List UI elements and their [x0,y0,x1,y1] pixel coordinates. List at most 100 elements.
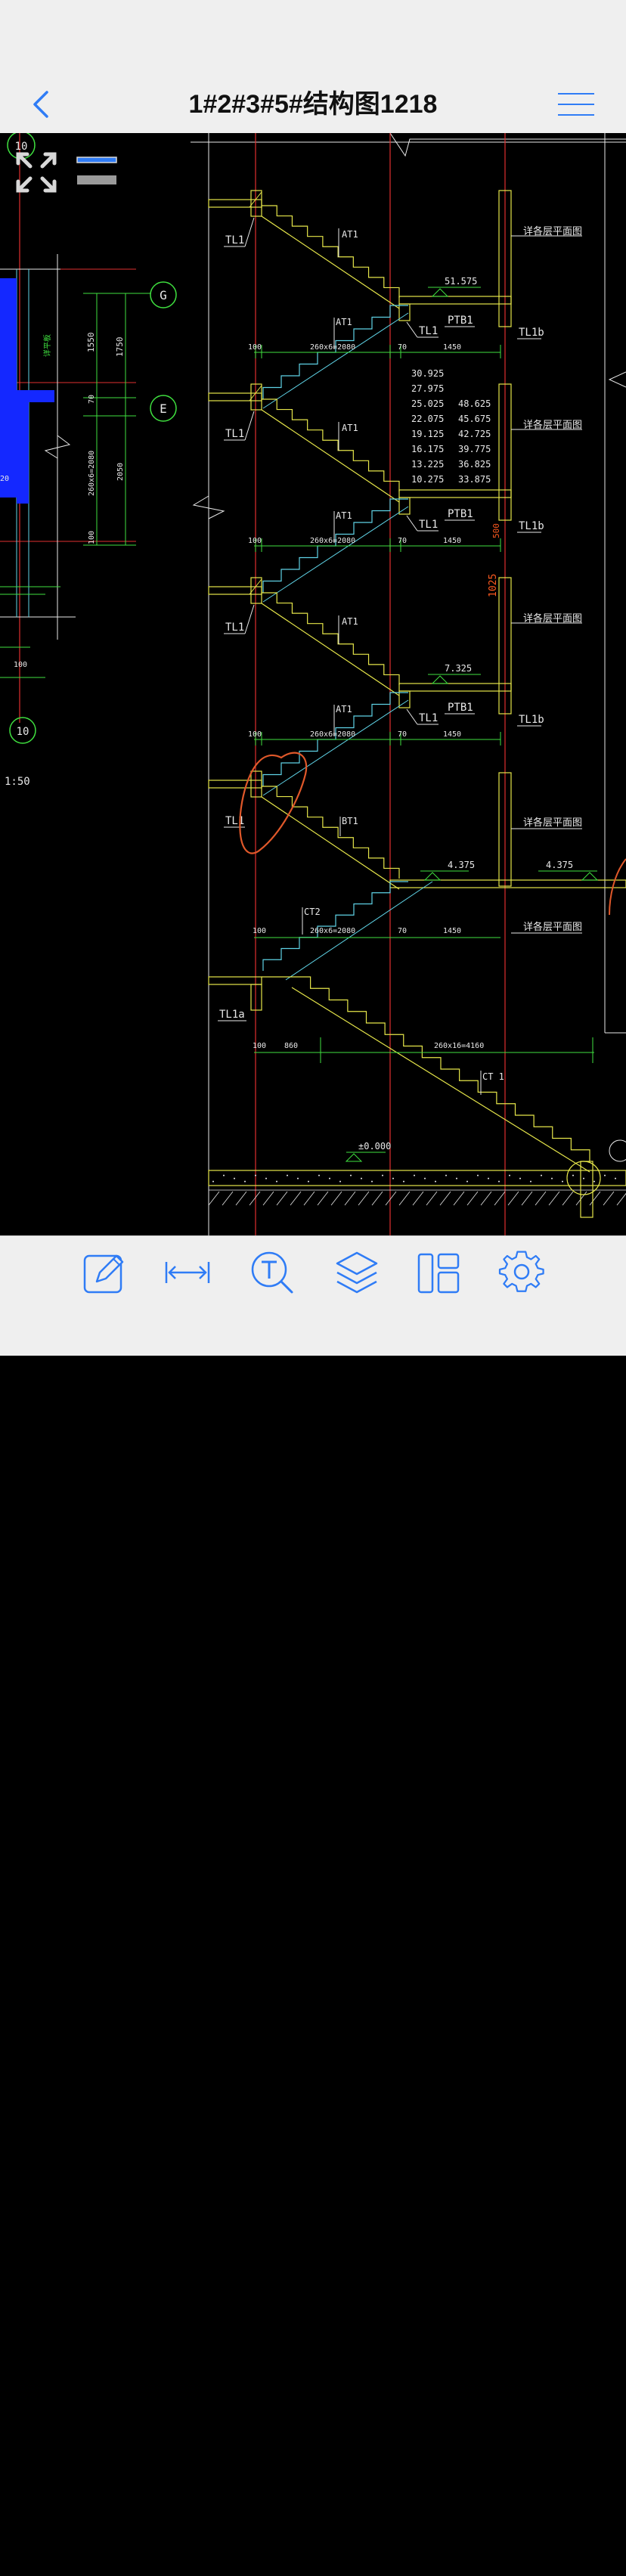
fit-view-button[interactable] [12,148,60,197]
expand-arrows-icon [16,152,57,193]
dim-lower-run: 260x6=2080 [310,927,355,935]
status-bar [0,0,626,76]
dim-2050: 2050 [116,463,125,481]
ground-elevation: ±0.000 [358,1141,391,1152]
grid-label-g: G [160,288,167,302]
navigation-bar: 1#2#3#5#结构图1218 [0,76,626,134]
dim-lower-70: 70 [398,927,407,935]
svg-text:详各层平面图: 详各层平面图 [523,419,582,431]
home-indicator [201,2568,425,2576]
svg-text:AT1: AT1 [342,229,358,240]
back-button[interactable] [23,82,60,127]
measure-distance-icon [165,1262,210,1283]
label-detail-board: 详平板 [42,334,52,357]
elevation-table: 30.92527.97525.02522.07519.12516.17513.2… [411,368,491,485]
dim-lower-1450: 1450 [443,927,461,935]
elevation-lower-left: 4.375 [448,860,475,870]
svg-text:70: 70 [398,537,407,545]
layout-button[interactable] [414,1248,463,1297]
layer-lines-button[interactable] [76,153,118,189]
edit-button[interactable] [80,1248,129,1297]
svg-text:1450: 1450 [443,343,461,352]
svg-text:AT1: AT1 [336,704,352,715]
label-bt1: BT1 [342,816,358,826]
page-title: 1#2#3#5#结构图1218 [188,90,438,119]
layer-lines-icon [76,157,117,184]
elevation-lower-right: 4.375 [546,860,573,870]
elevation-value: 39.775 [458,444,491,454]
svg-text:TL1: TL1 [225,428,244,440]
svg-text:260x6=2080: 260x6=2080 [310,343,355,352]
layout-icon [417,1253,460,1294]
svg-text:100: 100 [248,537,262,545]
dim-lower-100: 100 [253,927,266,935]
svg-text:TL1: TL1 [419,325,438,337]
svg-text:100: 100 [248,730,262,739]
note-lower-bottom: 详各层平面图 [523,921,582,933]
svg-text:TL1b: TL1b [519,327,544,339]
svg-text:PTB1: PTB1 [448,508,473,520]
svg-text:TL1: TL1 [419,519,438,531]
label-ct2: CT2 [304,907,321,917]
text-search-button[interactable] [248,1248,296,1297]
svg-text:70: 70 [398,343,407,352]
grid-label-10-bottom: 10 [17,726,29,738]
svg-text:AT1: AT1 [342,616,358,627]
dim-bottom-100: 100 [253,1042,266,1050]
label-ct1: CT 1 [482,1071,504,1082]
elevation-value: 10.275 [411,474,444,485]
elevation-value: 36.825 [458,459,491,470]
layers-button[interactable] [333,1248,381,1297]
grid-label-10-top: 10 [15,141,28,153]
measure-button[interactable] [163,1248,212,1297]
gear-icon [498,1251,544,1292]
svg-text:260x6=2080: 260x6=2080 [310,730,355,739]
red-dim-500: 500 [491,523,501,538]
svg-text:TL1: TL1 [225,622,244,634]
elevation-value: 16.175 [411,444,444,454]
menu-button[interactable] [555,85,597,122]
svg-text:AT1: AT1 [336,510,352,521]
svg-text:260x6=2080: 260x6=2080 [310,537,355,545]
elevation-value: 27.975 [411,383,444,394]
dim-1750: 1750 [115,337,125,358]
svg-text:51.575: 51.575 [445,276,477,287]
svg-text:TL1: TL1 [419,712,438,724]
label-tl1-lower: TL1 [225,815,244,827]
elevation-value: 22.075 [411,414,444,424]
svg-text:TL1b: TL1b [519,714,544,726]
elevation-value: 13.225 [411,459,444,470]
hand-annotation-circle [239,752,308,854]
scale-label: 1:50 [5,776,30,788]
svg-text:详各层平面图: 详各层平面图 [523,612,582,625]
svg-text:100: 100 [248,343,262,352]
dim-stair-run: 260x6=2080 [88,451,96,496]
svg-text:TL1: TL1 [225,234,244,246]
settings-button[interactable] [497,1248,546,1297]
left-detail: 10 G E 10 1550 1750 70 260x6=2080 2050 1… [0,133,177,788]
elevation-value: 19.125 [411,429,444,439]
bottom-toolbar [0,1235,626,2576]
elevation-value: 25.025 [411,398,444,409]
cad-drawing-canvas[interactable]: 10 G E 10 1550 1750 70 260x6=2080 2050 1… [0,133,626,1235]
label-tl1a: TL1a [219,1009,245,1021]
svg-text:PTB1: PTB1 [448,702,473,714]
dim-70: 70 [88,395,96,404]
svg-text:AT1: AT1 [342,423,358,433]
dim-100-a: 100 [88,531,96,544]
svg-text:详各层平面图: 详各层平面图 [523,225,582,237]
svg-text:1450: 1450 [443,730,461,739]
svg-text:7.325: 7.325 [445,663,472,674]
grid-label-e: E [160,401,167,416]
layers-icon [336,1251,378,1294]
text-search-icon [251,1251,293,1294]
elevation-value: 33.875 [458,474,491,485]
hamburger-menu-icon [558,93,594,116]
red-dim-1025: 1025 [488,574,499,597]
elevation-value: 45.675 [458,414,491,424]
elevation-value: 48.625 [458,398,491,409]
